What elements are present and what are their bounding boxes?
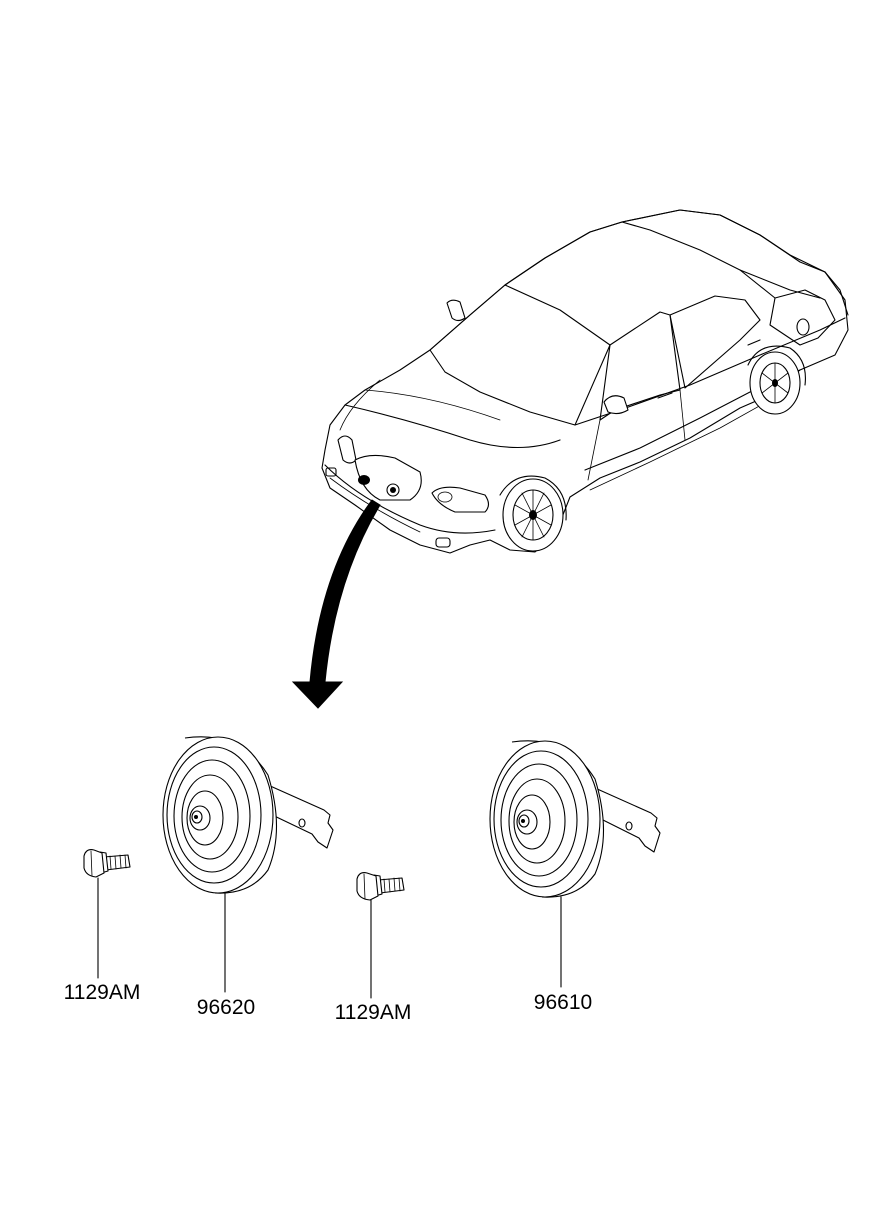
leader-lines [97,877,562,999]
location-arrow [291,499,381,709]
horn-96620 [162,736,334,894]
bolt-right [356,872,405,901]
sedan-illustration [321,209,849,554]
label-horn-96620: 96620 [197,996,255,1019]
label-bolt-right: 1129AM [335,1001,412,1024]
horn-96610 [489,740,661,898]
label-horn-96610: 96610 [534,991,592,1014]
bolt-left [83,849,131,878]
label-bolt-left: 1129AM [64,981,141,1004]
